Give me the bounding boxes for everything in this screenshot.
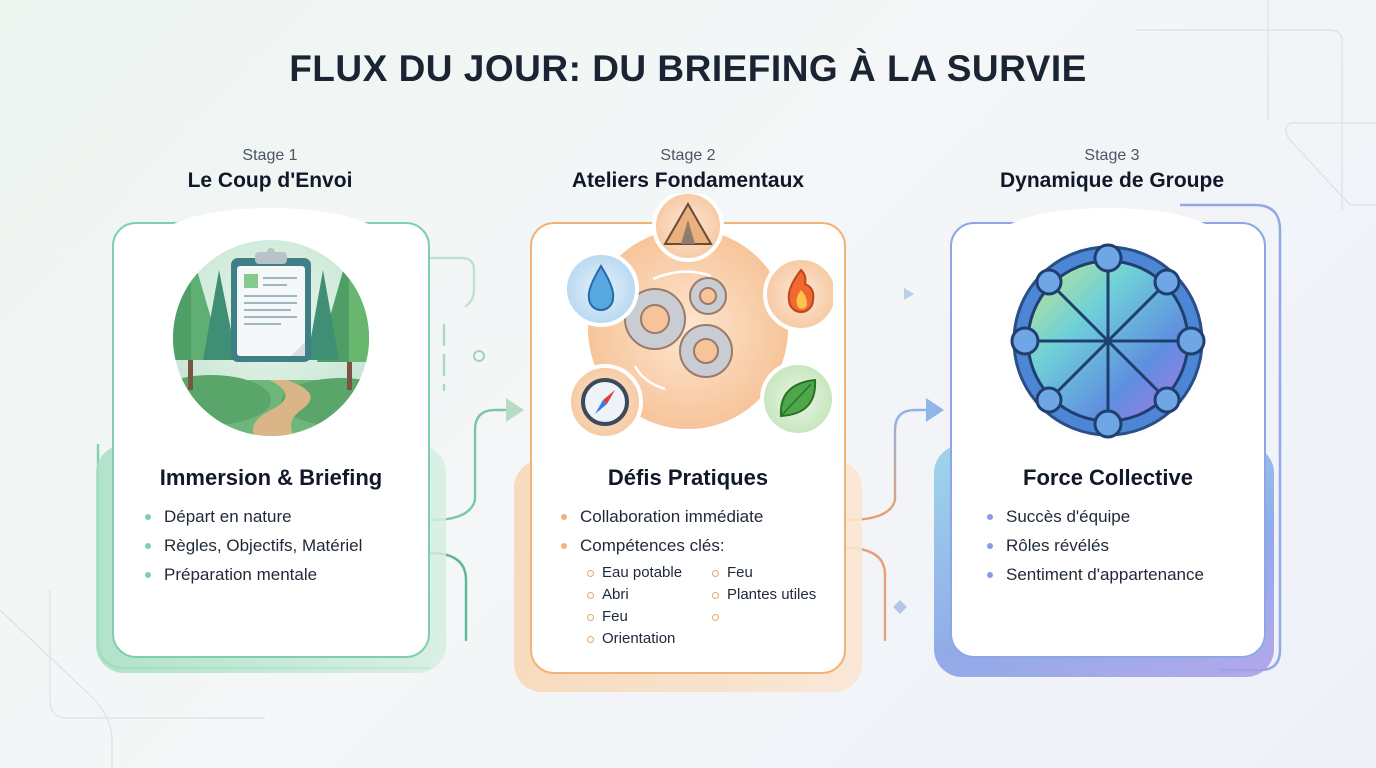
stage-1-header: Stage 1 Le Coup d'Envoi [100, 147, 440, 193]
stage-1-card: Immersion & Briefing Départ en nature Rè… [112, 208, 430, 658]
stage-1-card-title: Immersion & Briefing [159, 465, 383, 490]
stage-2-card: Défis Pratiques Collaboration immédiate … [530, 190, 846, 674]
sub-list-item: Eau potable [584, 562, 709, 584]
stage-3-card: Force Collective Succès d'équipe Rôles r… [950, 208, 1266, 658]
sub-list-item: Feu [709, 562, 839, 584]
sub-list-item: Feu [584, 606, 709, 628]
forest-clipboard-path-icon [151, 230, 391, 440]
page-title: FLUX DU JOUR: DU BRIEFING À LA SURVIE [289, 48, 1087, 89]
list-item: Sentiment d'appartenance [984, 560, 1204, 589]
stage-1-bullets: Départ en nature Règles, Objectifs, Maté… [142, 502, 362, 589]
stage-3-name: Dynamique de Groupe [999, 169, 1225, 192]
gears-with-survival-skills-icon [543, 190, 839, 444]
stage-1-label: Stage 1 [242, 147, 298, 164]
list-item: Rôles révélés [984, 531, 1204, 560]
list-item: Collaboration immédiate [558, 502, 763, 531]
list-item: Préparation mentale [142, 560, 362, 589]
stage-2-name: Ateliers Fondamentaux [571, 169, 805, 192]
stage-1-name: Le Coup d'Envoi [187, 169, 353, 192]
stage-3-card-title: Force Collective [1023, 465, 1193, 490]
sub-list-item: Orientation [584, 628, 709, 650]
list-item: Succès d'équipe [984, 502, 1204, 531]
stage-3-bullets: Succès d'équipe Rôles révélés Sentiment … [984, 502, 1204, 589]
puzzle-circle-icon [1003, 236, 1213, 446]
list-item: Règles, Objectifs, Matériel [142, 531, 362, 560]
card-3-outline-deco [1180, 203, 1282, 672]
stage-2-sub-bullets: Eau potable Feu Abri Plantes utiles Feu … [584, 562, 839, 650]
sub-list-item: Abri [584, 584, 709, 606]
stage-3-label: Stage 3 [1084, 147, 1140, 164]
stage-2-header: Stage 2 Ateliers Fondamentaux [518, 147, 858, 193]
stage-2-card-title: Défis Pratiques [607, 465, 769, 490]
sub-list-item: Plantes utiles [709, 584, 839, 606]
stage-3-header: Stage 3 Dynamique de Groupe [942, 147, 1282, 193]
list-item: Compétences clés: [558, 531, 763, 560]
stage-2-label: Stage 2 [660, 147, 716, 164]
stage-2-bullets: Collaboration immédiate Compétences clés… [558, 502, 763, 560]
list-item: Départ en nature [142, 502, 362, 531]
